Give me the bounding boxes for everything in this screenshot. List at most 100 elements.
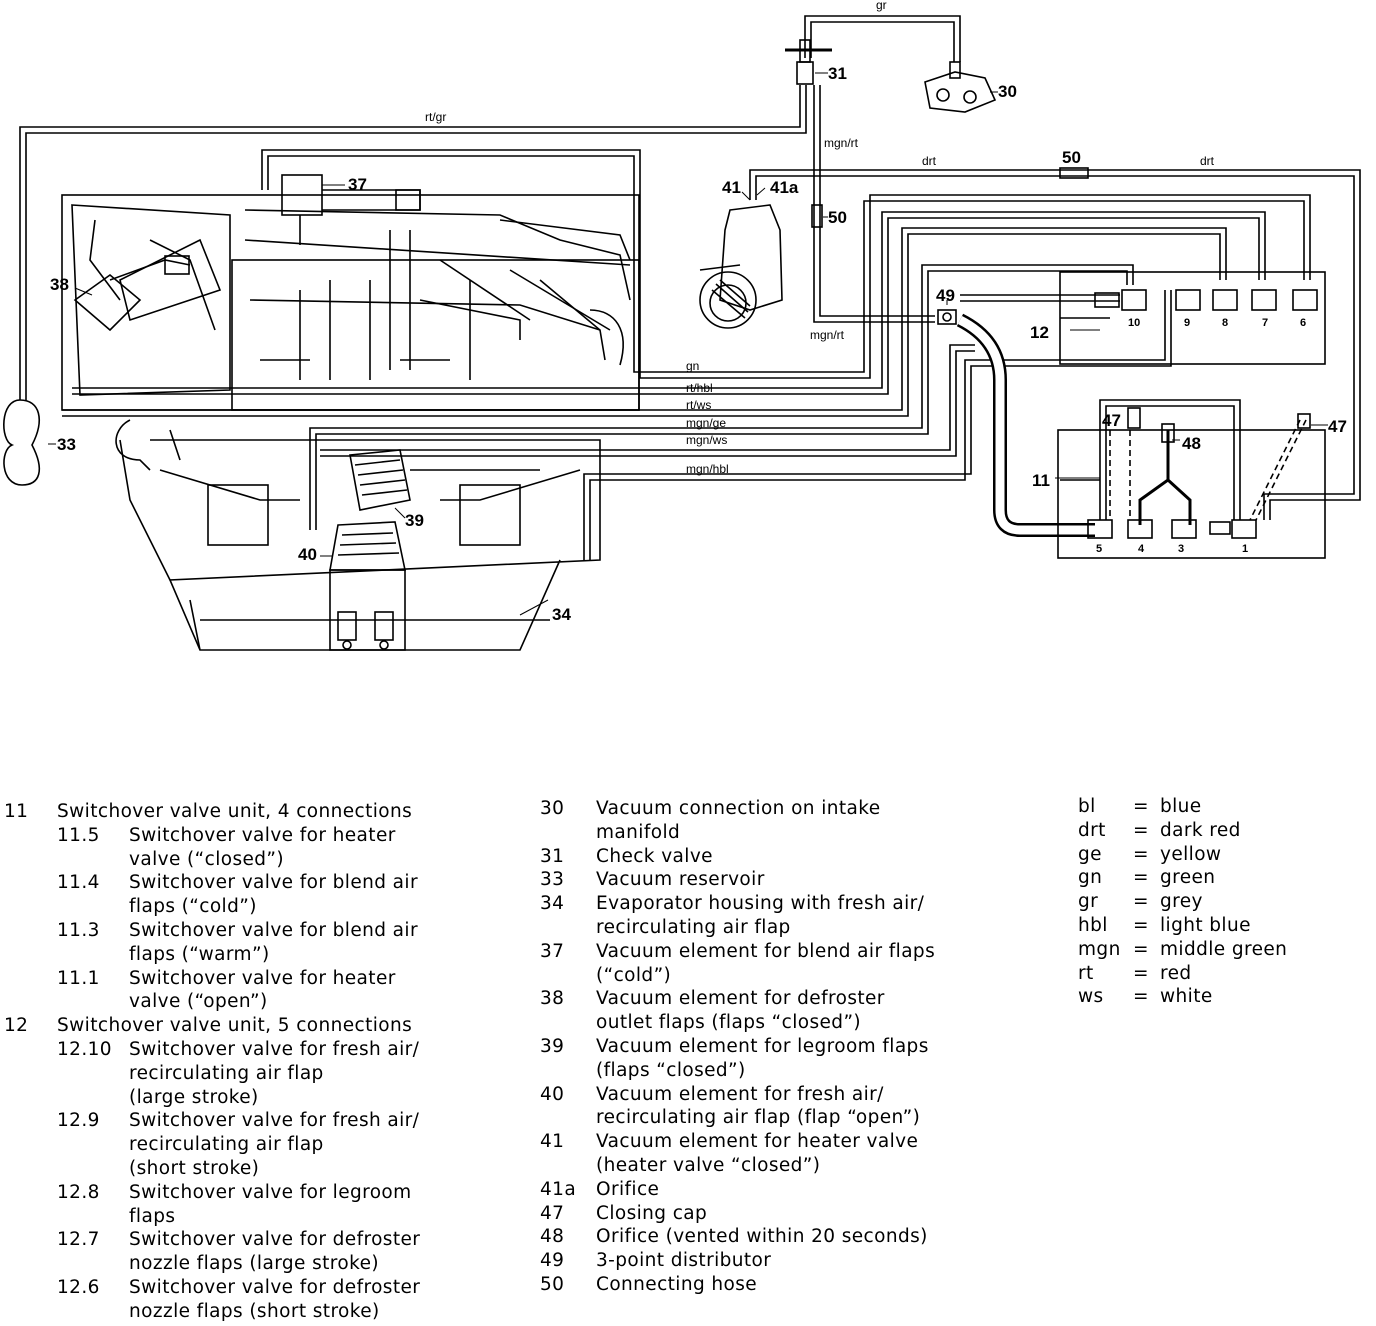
- legend-left-text: Switchover valve for defroster: [129, 1229, 421, 1251]
- callout-47b: 47: [1102, 411, 1121, 430]
- legend-mid-number: 38: [540, 988, 565, 1010]
- blend-air-flap-element: [281, 174, 421, 245]
- legend-mid-number: 48: [540, 1226, 565, 1248]
- vacuum-system-diagram: 30 31 33 34 37 38 39 40 41 41a 47 47 48 …: [3, 0, 1361, 651]
- color-code-row: hbl=light blue: [1078, 914, 1368, 938]
- color-code-row: drt=dark red: [1078, 819, 1368, 843]
- color-code-meaning: dark red: [1160, 819, 1241, 841]
- wire-label-gn: gn: [686, 359, 699, 373]
- legend-left-number: 11.3: [57, 919, 100, 941]
- legend-mid-text: Orifice: [596, 1178, 660, 1200]
- legend-left-text: Switchover valve for blend air: [129, 872, 418, 894]
- legend-left-text: Switchover valve unit, 4 connections: [57, 801, 413, 822]
- callout-30: 30: [998, 82, 1017, 101]
- legend-left-text: recirculating air flap: [129, 1134, 324, 1156]
- unit-12-valves: [1094, 289, 1318, 311]
- wire-label-rt-gr: rt/gr: [425, 110, 446, 124]
- defroster-flap-element: [73, 255, 191, 332]
- legend-mid-text: outlet flaps (flaps “closed”): [596, 1012, 862, 1034]
- legend-mid-text: (flaps “closed”): [596, 1059, 746, 1081]
- legend-left-text: Switchover valve for defroster: [129, 1276, 421, 1298]
- legend-left-text: (short stroke): [129, 1157, 260, 1179]
- legend-left-row: (large stroke): [0, 1086, 470, 1110]
- legend-left-text: (large stroke): [129, 1086, 259, 1108]
- color-code-equals: =: [1133, 986, 1149, 1008]
- vacuum-line-distributor-manifold: [960, 294, 1120, 302]
- legend-mid-row: (heater valve “closed”): [538, 1154, 978, 1178]
- legend-left-row: recirculating air flap: [0, 1133, 470, 1157]
- legend-mid-text: Vacuum connection on intake: [596, 798, 881, 819]
- legend-mid-text: Vacuum element for blend air flaps: [596, 940, 936, 962]
- legend-left-row: valve (“open”): [0, 990, 470, 1014]
- legend-left-row: valve (“closed”): [0, 848, 470, 872]
- callout-37: 37: [348, 175, 367, 194]
- legend-left-row: flaps (“cold”): [0, 895, 470, 919]
- callout-38: 38: [50, 275, 69, 294]
- callout-31: 31: [828, 64, 847, 83]
- color-code-row: bl=blue: [1078, 795, 1368, 819]
- legend-left-text: flaps: [129, 1205, 176, 1227]
- vacuum-line-drt: [749, 169, 1361, 520]
- port-12-9: 9: [1184, 317, 1190, 329]
- legend-mid-number: 33: [540, 869, 565, 891]
- legend-left-row: (short stroke): [0, 1157, 470, 1181]
- closing-cap-47b: [1127, 407, 1141, 429]
- hose-to-valve-5: [956, 313, 1095, 537]
- vacuum-line-gr: [804, 15, 961, 62]
- legend-left-text: flaps (“warm”): [129, 943, 270, 965]
- legend-left-text: nozzle flaps (large stroke): [129, 1253, 379, 1275]
- legend-mid-text: recirculating air flap: [596, 916, 791, 938]
- legend-mid-text: (“cold”): [596, 964, 672, 986]
- callout-50b: 50: [1062, 148, 1081, 167]
- color-code-equals: =: [1133, 938, 1149, 960]
- color-code-row: mgn=middle green: [1078, 938, 1368, 962]
- legend-mid-row: (“cold”): [538, 964, 978, 988]
- connecting-hose-50b: [1059, 167, 1089, 179]
- legend-mid-number: 47: [540, 1202, 565, 1224]
- callout-34: 34: [552, 605, 571, 624]
- legend-left-row: flaps (“warm”): [0, 943, 470, 967]
- callout-labels: 30 31 33 34 37 38 39 40 41 41a 47 47 48 …: [50, 64, 1347, 624]
- legend-left-text: Switchover valve unit, 5 connections: [57, 1015, 413, 1037]
- legend-left-text: flaps (“cold”): [129, 896, 257, 918]
- check-valve: [785, 39, 832, 85]
- port-12-10: 10: [1128, 317, 1140, 329]
- vacuum-reservoir: [3, 399, 41, 486]
- color-code-equals: =: [1133, 843, 1149, 865]
- color-code-meaning: green: [1160, 867, 1216, 889]
- legend-mid-text: (heater valve “closed”): [596, 1154, 821, 1176]
- color-code-abbr: ws: [1078, 986, 1104, 1008]
- wire-label-rt-hbl: rt/hbl: [686, 381, 713, 395]
- color-code-meaning: white: [1160, 986, 1213, 1008]
- callout-50a: 50: [828, 208, 847, 227]
- color-code-row: rt=red: [1078, 962, 1368, 986]
- color-code-abbr: gr: [1078, 891, 1099, 913]
- color-code-abbr: rt: [1078, 962, 1094, 984]
- color-code-row: gn=green: [1078, 866, 1368, 890]
- color-code-abbr: gn: [1078, 867, 1103, 889]
- legend-mid-text: Evaporator housing with fresh air/: [596, 893, 925, 915]
- vacuum-line-mgn-hbl: [583, 290, 1172, 560]
- color-code-meaning: light blue: [1160, 914, 1251, 936]
- color-code-row: ws = white: [1078, 985, 1368, 1009]
- legend-left-text: Switchover valve for heater: [129, 824, 396, 846]
- legend-mid-number: 31: [540, 845, 565, 867]
- color-code-abbr: bl: [1078, 796, 1096, 817]
- legend-mid-text: recirculating air flap (flap “open”): [596, 1107, 921, 1129]
- legend-mid-row: outlet flaps (flaps “closed”): [538, 1011, 978, 1035]
- legend-mid-text: Connecting hose: [596, 1273, 758, 1295]
- orifice-48: [1161, 423, 1175, 443]
- legend-left-row: recirculating air flap: [0, 1062, 470, 1086]
- legend-mid-row: (flaps “closed”): [538, 1059, 978, 1083]
- legend-mid-text: Check valve: [596, 845, 713, 867]
